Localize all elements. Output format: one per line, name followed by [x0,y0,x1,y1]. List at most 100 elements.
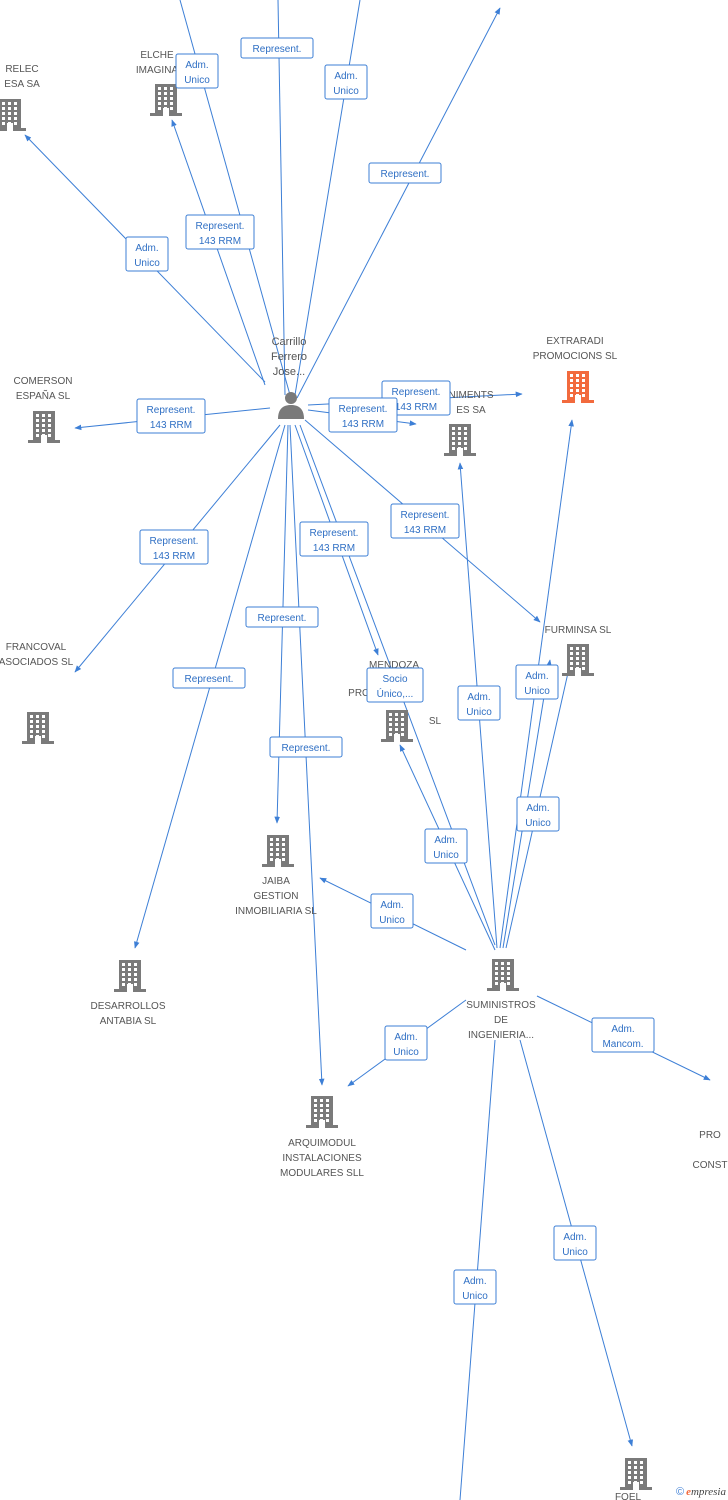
svg-text:Unico: Unico [379,915,405,926]
suministros-building-icon[interactable] [487,959,519,991]
svg-text:143 RRM: 143 RRM [404,525,446,536]
svg-text:Represent.: Represent. [339,404,388,415]
svg-text:Adm.: Adm. [563,1232,586,1243]
desarrollos-building-icon[interactable] [114,960,146,992]
svg-text:143 RRM: 143 RRM [199,236,241,247]
svg-text:Represent.: Represent. [196,221,245,232]
svg-text:Adm.: Adm. [525,671,548,682]
svg-text:143 RRM: 143 RRM [153,551,195,562]
svg-text:Unico: Unico [134,258,160,269]
svg-text:Represent.: Represent. [381,169,430,180]
person-icon[interactable] [278,392,304,419]
edge-label-l20: Adm. Unico [516,796,560,832]
bottom-label: FOEL [615,1492,642,1500]
svg-text:143 RRM: 143 RRM [313,543,355,554]
svg-text:Unico: Unico [433,850,459,861]
edge-label-l3: Adm. Unico [324,64,368,100]
edge-5 [171,119,266,386]
edge-label-l5: Represent. 143 RRM [185,214,255,250]
elec-building-icon[interactable] [0,99,26,131]
edge-label-l25: Adm.Unico [453,1269,497,1305]
svg-text:Unico: Unico [562,1247,588,1258]
svg-text:Represent.: Represent. [282,743,331,754]
svg-text:Represent.: Represent. [310,528,359,539]
svg-text:Adm.: Adm. [526,803,549,814]
svg-text:Adm.: Adm. [334,71,357,82]
elche-building-icon[interactable] [150,84,182,116]
svg-text:Adm.: Adm. [434,835,457,846]
edge-label-l24: Adm. Unico [553,1225,597,1261]
svg-text:Represent.: Represent. [401,510,450,521]
edge-4 [296,7,501,399]
edge-label-l22: Adm. Unico [384,1025,428,1061]
edge-label-l4: Represent. [368,162,442,184]
svg-text:Adm.: Adm. [611,1024,634,1035]
edge-label-l7: Represent. 143 RRM [136,398,206,434]
arquimodul-building-icon[interactable] [306,1096,338,1128]
empresia-watermark: ©empresia [676,1486,726,1498]
svg-text:Unico: Unico [393,1047,419,1058]
edge-label-l17: Adm.Unico [515,664,559,700]
svg-text:Unico: Unico [462,1291,488,1302]
bottom-building-icon[interactable] [620,1458,652,1490]
edge-label-l15: SocioÚnico,... [366,667,424,703]
brand-initial: e [686,1486,691,1498]
francoval-building-icon[interactable] [22,712,54,744]
furminsa-label: FURMINSA SL [545,625,612,636]
svg-text:Adm.: Adm. [135,243,158,254]
svg-text:143 RRM: 143 RRM [342,419,384,430]
edge-label-l18: Represent. [269,736,343,758]
edges [24,0,711,1500]
mendoza-building-icon[interactable] [381,710,413,742]
svg-text:Adm.: Adm. [394,1032,417,1043]
edge-label-l6: Adm. Unico [125,236,169,272]
svg-text:Represent.: Represent. [147,405,196,416]
svg-text:Represent.: Represent. [185,674,234,685]
jaiba-building-icon[interactable] [262,835,294,867]
svg-text:Unico: Unico [525,818,551,829]
svg-text:Adm.: Adm. [467,692,490,703]
niments-building-icon[interactable] [444,424,476,456]
edge-label-l19: Adm. Unico [424,828,468,864]
furminsa-building-icon[interactable] [562,644,594,676]
svg-text:Mancom.: Mancom. [602,1039,643,1050]
svg-text:Adm.: Adm. [185,60,208,71]
edge-2 [277,0,286,396]
brand-name: mpresia [690,1486,726,1498]
svg-text:Unico: Unico [466,707,492,718]
edge-label-l23: Adm. Mancom. [591,1017,655,1053]
svg-text:Represent.: Represent. [150,536,199,547]
svg-text:Unico: Unico [184,75,210,86]
svg-text:Represent.: Represent. [392,387,441,398]
svg-text:Único,...: Único,... [377,687,414,700]
svg-text:Represent.: Represent. [253,44,302,55]
edge-label-l13: Represent. [245,606,319,628]
comerson-building-icon[interactable] [28,411,60,443]
edge-label-l2: Adm. Unico [175,53,219,89]
svg-text:143 RRM: 143 RRM [150,420,192,431]
edge-label-l16: Adm. Unico [457,685,501,721]
edge-label-l21: Adm. Unico [370,893,414,929]
edge-label-l1: Represent. [240,37,314,59]
svg-text:Adm.: Adm. [380,900,403,911]
svg-text:Unico: Unico [333,86,359,97]
edge-label-l14: Represent. [172,667,246,689]
extraradi-building-icon[interactable] [562,371,594,403]
edge-label-l11: Represent. 143 RRM [299,521,369,557]
